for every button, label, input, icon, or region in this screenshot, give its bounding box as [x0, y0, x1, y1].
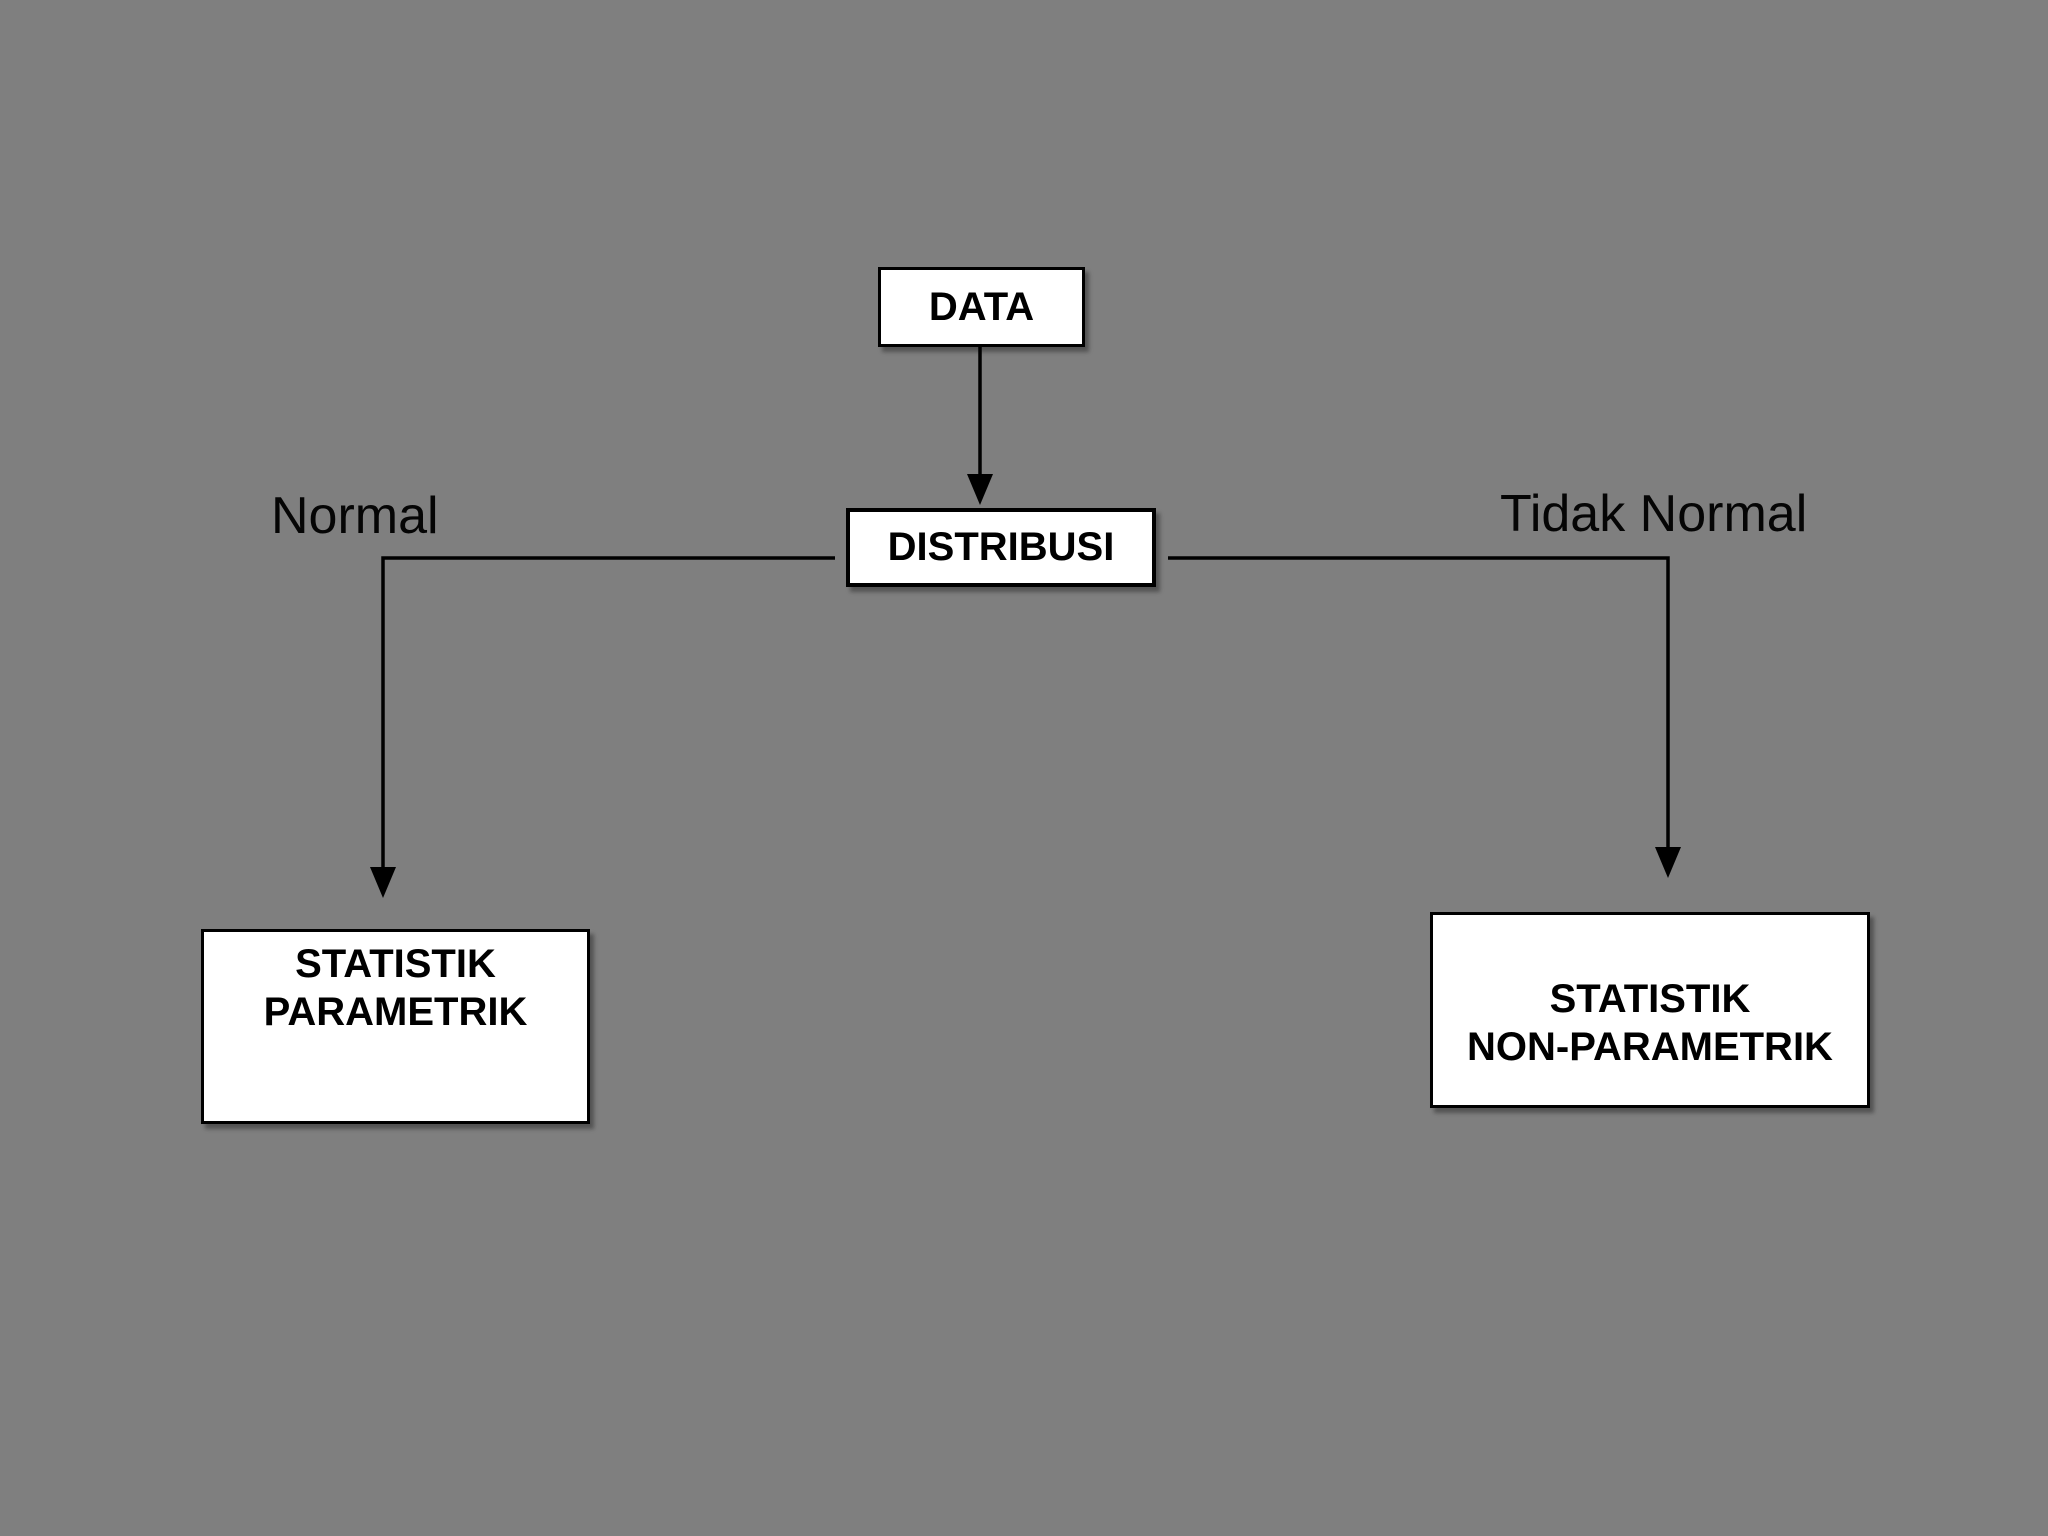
arrowhead-into-statistik-parametrik	[370, 867, 396, 898]
edge-label-tidak-normal: Tidak Normal	[1500, 485, 1808, 543]
node-distribusi-label: DISTRIBUSI	[887, 525, 1115, 569]
statistik-parametrik-line-2: PARAMETRIK	[263, 990, 528, 1034]
edge-distribusi-to-statistik-non-parametrik	[1168, 556, 1670, 850]
edge-label-normal: Normal	[271, 487, 439, 545]
node-distribusi: DISTRIBUSI	[846, 508, 1156, 587]
node-data: DATA	[878, 267, 1085, 347]
arrowhead-into-distribusi	[967, 474, 993, 505]
statistik-parametrik-line-1: STATISTIK	[295, 942, 496, 986]
node-statistik-non-parametrik-label: STATISTIK NON-PARAMETRIK	[1467, 975, 1833, 1071]
node-data-label: DATA	[928, 284, 1035, 329]
node-statistik-parametrik-label: STATISTIK PARAMETRIK	[264, 940, 528, 1036]
arrowhead-into-statistik-non-parametrik	[1655, 847, 1681, 878]
statistik-non-parametrik-line-2: NON-PARAMETRIK	[1467, 1025, 1833, 1069]
node-statistik-non-parametrik: STATISTIK NON-PARAMETRIK	[1430, 912, 1870, 1108]
statistik-non-parametrik-line-1: STATISTIK	[1549, 977, 1751, 1021]
node-statistik-parametrik: STATISTIK PARAMETRIK	[201, 929, 590, 1124]
edge-distribusi-to-statistik-parametrik	[381, 556, 835, 870]
